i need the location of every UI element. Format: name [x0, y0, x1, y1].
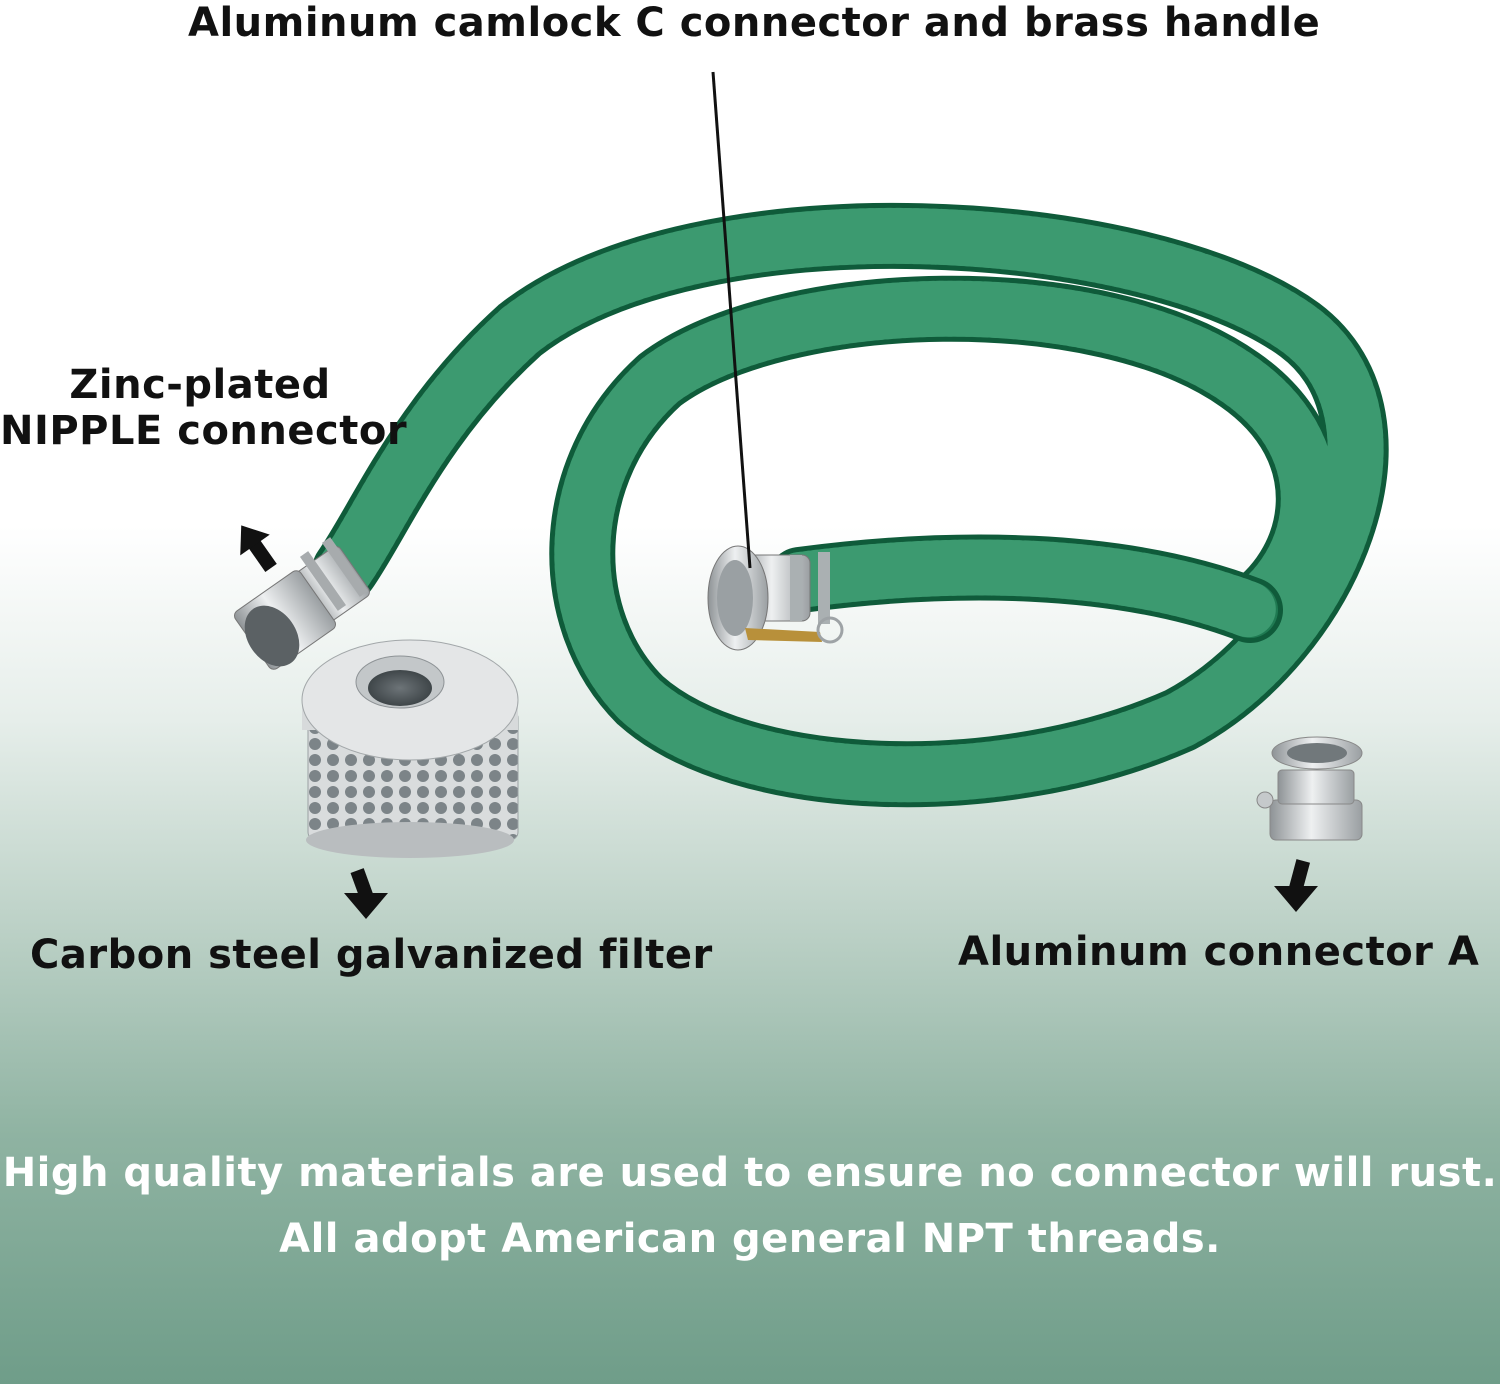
brass-handle: [745, 628, 822, 642]
nipple-label-line1: Zinc-plated: [69, 362, 331, 408]
footer-line-2: All adopt American general NPT threads.: [279, 1216, 1221, 1262]
arrow-down-icon: [1274, 859, 1318, 912]
arrows: [240, 525, 1318, 919]
connector-a-label: Aluminum connector A: [958, 929, 1480, 975]
nipple-label-line2: NIPPLE connector: [0, 408, 408, 454]
filter-label: Carbon steel galvanized filter: [30, 932, 713, 978]
aluminum-connector-a: [1256, 736, 1363, 841]
arrow-down-icon: [344, 868, 388, 919]
strainer-filter: [301, 639, 519, 858]
nipple-connector-label: Zinc-plated NIPPLE connector: [0, 362, 408, 454]
green-suction-hose: [312, 202, 1389, 808]
camlock-label: Aluminum camlock C connector and brass h…: [188, 0, 1321, 46]
arrow-up-left-icon: [240, 525, 277, 572]
zinc-nipple-connector: [234, 537, 370, 670]
footer-line-1: High quality materials are used to ensur…: [2, 1150, 1498, 1196]
camlock-c-connector: [707, 545, 844, 651]
camlock-pointer-line: [711, 71, 752, 569]
